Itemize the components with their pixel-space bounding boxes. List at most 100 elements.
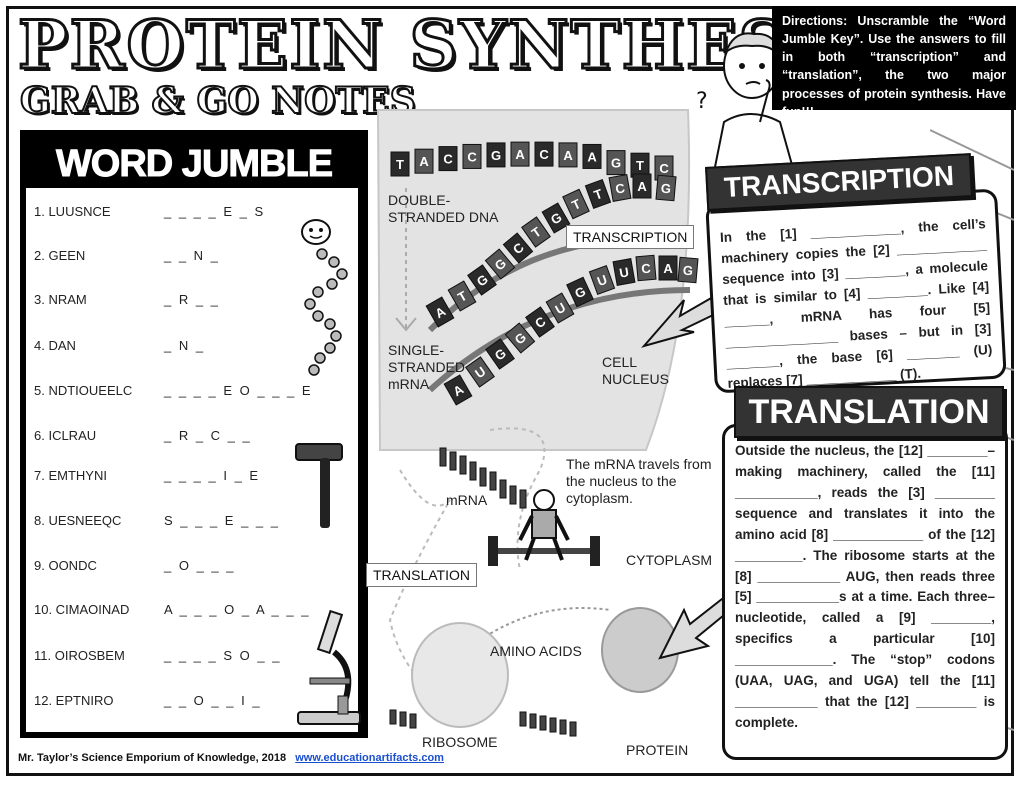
diagram-artwork [376, 109, 691, 737]
mrna-base: G [677, 256, 699, 284]
jumble-clue: 6. ICLRAU [34, 428, 97, 443]
jumble-answer: _ _ N _ [164, 248, 220, 263]
jumble-answer: _ _ _ _ E O _ _ _ E [164, 383, 313, 398]
dna-template-base: G [486, 142, 506, 168]
jumble-item: 11. OIROSBEM _ _ _ _ S O _ _ [34, 648, 364, 663]
jumble-answer: _ O _ _ _ [164, 558, 236, 573]
label-single-stranded-mrna: SINGLE- STRANDED mRNA [388, 342, 466, 392]
footer: Mr. Taylor’s Science Emporium of Knowled… [18, 752, 444, 764]
label-amino-acids: AMINO ACIDS [490, 643, 582, 659]
svg-text:C: C [614, 180, 626, 197]
label-translation: TRANSLATION [366, 563, 477, 587]
jumble-answer: _ R _ _ [164, 292, 220, 307]
label-travel-note: The mRNA travels from the nucleus to the… [566, 456, 712, 506]
footer-link[interactable]: www.educationartifacts.com [295, 752, 444, 764]
svg-text:A: A [663, 261, 673, 276]
dna-coding-base: C [608, 174, 632, 202]
svg-text:T: T [396, 157, 404, 172]
word-jumble-title: WORD JUMBLE KEY [55, 143, 333, 238]
dna-template-base: T [390, 151, 410, 177]
footer-credit: Mr. Taylor’s Science Emporium of Knowled… [18, 752, 287, 764]
jumble-item: 7. EMTHYNI _ _ _ _ I _ E [34, 468, 364, 483]
jumble-item: 8. UESNEEQC S _ _ _ E _ _ _ [34, 513, 364, 528]
dna-coding-base: T [521, 216, 551, 248]
jumble-clue: 10. CIMAOINAD [34, 602, 130, 617]
jumble-answer: S _ _ _ E _ _ _ [164, 513, 281, 528]
jumble-answer: _ N _ [164, 338, 206, 353]
transcription-notes-panel: In the [1] ____________, the cell’s mach… [705, 188, 1007, 394]
jumble-clue: 7. EMTHYNI [34, 468, 107, 483]
jumble-clue: 2. GEEN [34, 248, 86, 263]
label-cytoplasm: CYTOPLASM [626, 552, 713, 568]
svg-text:U: U [618, 264, 630, 280]
label-transcription: TRANSCRIPTION [566, 225, 695, 249]
microscope-icon [297, 609, 361, 725]
jumble-answer: _ _ _ _ E _ S [164, 204, 266, 219]
dna-coding-base: G [484, 248, 516, 280]
mrna-base: G [485, 338, 515, 370]
dna-template-base: A [414, 148, 434, 174]
hammer-icon [295, 443, 343, 528]
mrna-base: G [566, 276, 594, 308]
svg-text:T: T [636, 158, 644, 173]
jumble-item: 12. EPTNIRO_ _ O _ _ I _ [34, 693, 364, 708]
dna-template-base: C [534, 141, 554, 167]
svg-text:G: G [682, 263, 693, 279]
jumble-item: 1. LUUSNCE _ _ _ _ E _ S [34, 204, 364, 219]
dna-coding-base: T [447, 280, 477, 312]
jumble-item: 2. GEEN _ _ N _ [34, 248, 364, 263]
mrna-base: G [504, 322, 536, 354]
dna-template-base: C [438, 146, 458, 172]
svg-text:G: G [491, 148, 501, 163]
mrna-strand-segments [389, 447, 577, 737]
jumble-clue: 1. LUUSNCE [34, 204, 111, 219]
dna-coding-base: T [562, 188, 590, 220]
smiling-dna-helix-icon [301, 219, 348, 376]
dna-coding-base: G [467, 264, 497, 296]
mrna-base: U [465, 356, 495, 388]
dna-coding-base: A [425, 296, 455, 328]
jumble-clue: 4. DAN [34, 338, 76, 353]
jumble-clue: 12. EPTNIRO [34, 693, 114, 708]
svg-text:C: C [443, 152, 453, 167]
dna-coding-base: C [502, 232, 534, 264]
mrna-base: C [525, 306, 555, 338]
dna-template-base: C [654, 155, 674, 181]
dna-coding-base: T [584, 179, 612, 209]
svg-text:C: C [659, 161, 669, 176]
translation-notes-panel: Outside the nucleus, the [12] ________– … [722, 424, 1008, 760]
jumble-answer: _ _ _ _ S O _ _ [164, 648, 282, 663]
dna-coding-base: G [541, 202, 571, 234]
thinking-boy-icon: ? [696, 32, 795, 172]
jumble-item: 4. DAN _ N _ [34, 338, 364, 353]
weightlifter-icon [488, 489, 600, 566]
jumble-item: 3. NRAM_ R _ _ [34, 292, 364, 307]
svg-text:A: A [419, 154, 429, 169]
page-border [6, 6, 1014, 776]
directions-box: Directions: Unscramble the “Word Jumble … [772, 6, 1016, 119]
mrna-base: U [588, 265, 616, 295]
svg-text:?: ? [696, 89, 708, 114]
svg-text:A: A [563, 148, 573, 163]
jumble-item: 6. ICLRAU_ R _ C _ _ [34, 428, 364, 443]
svg-text:G: G [611, 156, 621, 171]
svg-text:C: C [467, 149, 477, 164]
jumble-clue: 11. OIROSBEM [34, 648, 125, 663]
mrna-base: U [612, 258, 636, 286]
dna-template-base: T [630, 152, 650, 178]
svg-text:A: A [587, 149, 597, 164]
label-double-stranded-dna: DOUBLE- STRANDED DNA [388, 192, 499, 225]
word-jumble-list: 1. LUUSNCE _ _ _ _ E _ S 2. GEEN _ _ N _ 3… [26, 188, 361, 732]
label-mrna: mRNA [446, 492, 488, 508]
dna-template-base: C [462, 143, 482, 169]
jumble-clue: 8. UESNEEQC [34, 513, 122, 528]
jumble-item: 9. OONDC_ O _ _ _ [34, 558, 364, 573]
mrna-base: A [443, 374, 473, 406]
jumble-answer: _ _ _ _ I _ E [164, 468, 261, 483]
label-cell-nucleus: CELL NUCLEUS [602, 354, 669, 387]
svg-text:A: A [515, 147, 525, 162]
